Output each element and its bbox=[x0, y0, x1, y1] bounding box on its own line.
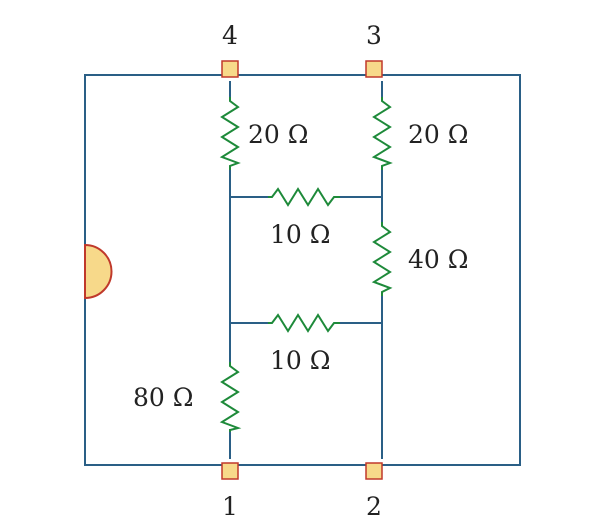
resistor-20-ohm-left bbox=[219, 97, 241, 170]
resistor-10-ohm-upper bbox=[268, 187, 340, 207]
terminal-2[interactable] bbox=[365, 462, 383, 480]
terminal-3[interactable] bbox=[365, 60, 383, 78]
node-label-2: 2 bbox=[366, 492, 382, 520]
cross-wires bbox=[229, 196, 383, 324]
node-label-4: 4 bbox=[222, 21, 238, 50]
outer-frame-wires bbox=[84, 74, 521, 466]
node-label-1: 1 bbox=[222, 492, 238, 520]
resistor-label-40-ohm: 40 Ω bbox=[408, 245, 469, 274]
terminal-1[interactable] bbox=[221, 462, 239, 480]
resistor-label-10-ohm-upper: 10 Ω bbox=[270, 220, 331, 249]
resistor-label-20-ohm-left: 20 Ω bbox=[248, 120, 309, 149]
terminal-4[interactable] bbox=[221, 60, 239, 78]
node-label-3: 3 bbox=[366, 21, 382, 50]
resistor-10-ohm-lower bbox=[268, 313, 340, 333]
resistor-40-ohm bbox=[371, 222, 393, 296]
resistor-label-10-ohm-lower: 10 Ω bbox=[270, 346, 331, 375]
resistor-20-ohm-right bbox=[371, 97, 393, 170]
resistor-label-80-ohm: 80 Ω bbox=[133, 383, 194, 412]
resistor-label-20-ohm-right: 20 Ω bbox=[408, 120, 469, 149]
half-circle-element bbox=[84, 243, 113, 300]
resistor-80-ohm bbox=[219, 362, 242, 432]
